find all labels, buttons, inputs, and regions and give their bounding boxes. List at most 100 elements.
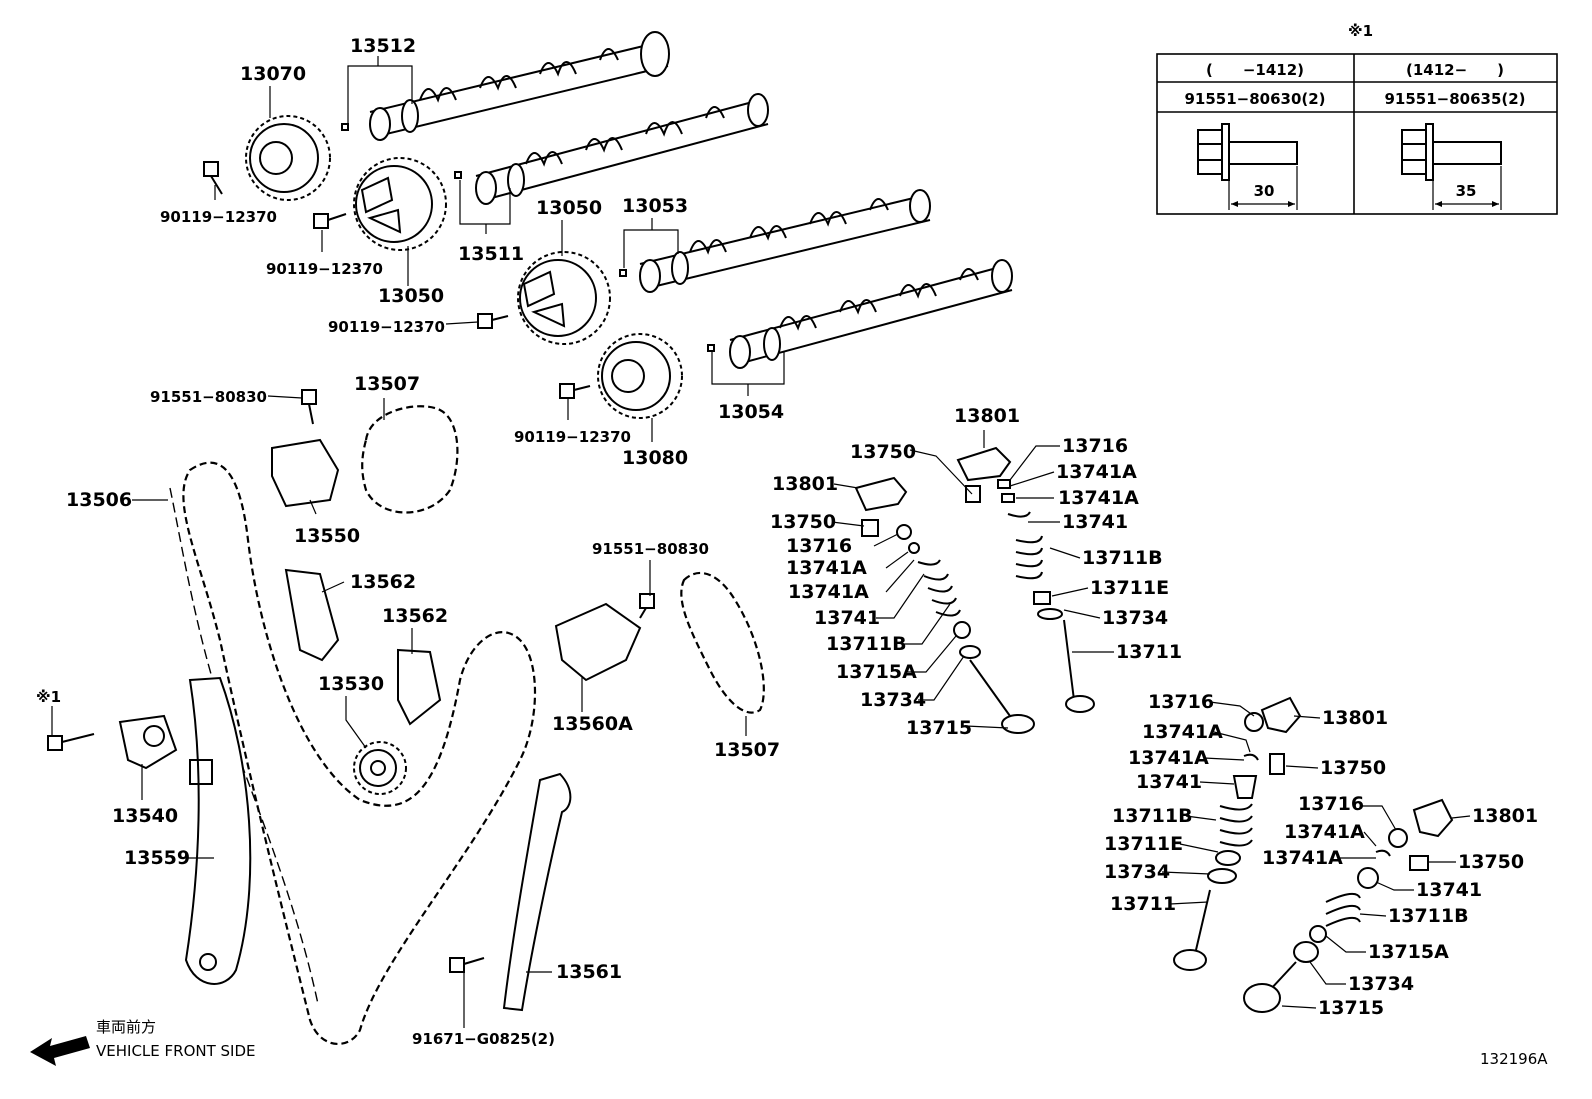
- chain-damper-icon: [397, 648, 442, 726]
- bolt-icon: [449, 957, 485, 973]
- part-label: 90119−12370: [514, 428, 631, 446]
- part-label: 13080: [622, 447, 688, 469]
- part-label: 13506: [66, 489, 132, 511]
- part-label: 13801: [1322, 707, 1388, 729]
- part-label: 13711: [1110, 893, 1176, 915]
- part-label: 13711B: [1388, 905, 1469, 927]
- part-label: 13750: [850, 441, 916, 463]
- part-label: 13054: [718, 401, 784, 423]
- part-label: 13741A: [1058, 487, 1139, 509]
- part-label: 13560A: [552, 713, 633, 735]
- part-label: 13050: [536, 197, 602, 219]
- camshaft-icon: [729, 259, 1013, 369]
- camshaft-icon: [369, 31, 670, 141]
- table-head-right: (1412− ): [1406, 61, 1504, 79]
- part-label: 13711B: [1112, 805, 1193, 827]
- part-label: 13711: [1116, 641, 1182, 663]
- part-label: 13507: [354, 373, 420, 395]
- flange-bolt-30-icon: [1197, 123, 1298, 210]
- camshafts: [341, 31, 1013, 369]
- part-label: 13801: [954, 405, 1020, 427]
- camshaft-icon: [639, 189, 931, 293]
- vvt-gear-icon: [245, 115, 331, 201]
- part-label: 90119−12370: [266, 260, 383, 278]
- timing-chain-upper: [361, 405, 459, 514]
- part-label: 13716: [1148, 691, 1214, 713]
- chain-tensioner-lower-icon: [554, 602, 642, 682]
- valvetrain-group-4: [1243, 798, 1454, 1013]
- part-label: 90119−12370: [328, 318, 445, 336]
- part-label: 90119−12370: [160, 208, 277, 226]
- table-head-left: ( −1412): [1206, 61, 1304, 79]
- part-label: 91671−G0825(2): [412, 1030, 555, 1048]
- chain-damper-icon: [284, 568, 340, 662]
- part-label: 13070: [240, 63, 306, 85]
- bolt-icon: [559, 383, 591, 399]
- part-label: 13711E: [1090, 577, 1169, 599]
- valvetrain-group-1: [854, 476, 1035, 734]
- part-label: 13562: [350, 571, 416, 593]
- part-label: 13741A: [1262, 847, 1343, 869]
- part-label: 13716: [786, 535, 852, 557]
- part-label: 13715A: [1368, 941, 1449, 963]
- part-label: 13750: [770, 511, 836, 533]
- bolt-icon: [313, 213, 347, 229]
- part-label: ※1: [36, 688, 61, 706]
- table-length-right: 35: [1456, 182, 1477, 200]
- part-label: 13750: [1320, 757, 1386, 779]
- part-label: 13734: [1102, 607, 1168, 629]
- part-label: 13741A: [1056, 461, 1137, 483]
- part-label: 13507: [714, 739, 780, 761]
- part-label: 13734: [860, 689, 926, 711]
- tensioner-arm-icon: [184, 676, 252, 985]
- part-label: 13741A: [1284, 821, 1365, 843]
- part-label: 13741A: [786, 557, 867, 579]
- part-label: 13801: [1472, 805, 1538, 827]
- front-label-jp: 車両前方: [96, 1018, 156, 1036]
- table-note-mark: ※1: [1348, 22, 1373, 40]
- chain-tensioner-upper-icon: [271, 438, 340, 508]
- bolt-icon: [639, 593, 655, 619]
- part-label: 13734: [1348, 973, 1414, 995]
- table-length-left: 30: [1254, 182, 1275, 200]
- part-label: 13716: [1062, 435, 1128, 457]
- table-part-right: 91551−80635(2): [1384, 90, 1525, 108]
- part-label: 13559: [124, 847, 190, 869]
- part-label: 91551−80830: [150, 388, 267, 406]
- part-label: 13716: [1298, 793, 1364, 815]
- part-label: 13741: [1136, 771, 1202, 793]
- part-label: 13715A: [836, 661, 917, 683]
- leader-lines: [51, 56, 1471, 1028]
- tensioner-icon: [118, 714, 178, 770]
- bolt-icon: [203, 161, 223, 195]
- part-label: 13561: [556, 961, 622, 983]
- part-label: 13715: [1318, 997, 1384, 1019]
- part-label: 13562: [382, 605, 448, 627]
- valvetrain-group-2: [956, 446, 1095, 713]
- camshaft-icon: [475, 93, 769, 205]
- timing-chain-main: [169, 461, 537, 1045]
- drawing-number: 132196A: [1480, 1050, 1548, 1068]
- part-label: 13711B: [1082, 547, 1163, 569]
- part-label: 13741A: [1128, 747, 1209, 769]
- crank-sprocket-icon: [353, 741, 407, 795]
- part-label: 13741A: [1142, 721, 1223, 743]
- chain-guide-icon: [502, 772, 572, 1012]
- flange-bolt-35-icon: [1401, 123, 1502, 210]
- vvt-gear-icon: [353, 157, 447, 251]
- bolt-icon: [47, 733, 95, 751]
- vvt-gear-icon: [517, 251, 611, 345]
- valvetrain-group-3: [1173, 696, 1302, 971]
- table-frame: [1156, 53, 1558, 215]
- bolt-table: ※1 ( −1412) (1412− ) 91551−80630(2) 9155…: [1156, 22, 1558, 215]
- part-label: 13734: [1104, 861, 1170, 883]
- part-label: 13741: [1416, 879, 1482, 901]
- vehicle-front-arrow-icon: [30, 1036, 90, 1066]
- part-label: 13711B: [826, 633, 907, 655]
- part-label: 13741: [1062, 511, 1128, 533]
- part-label: 13741: [814, 607, 880, 629]
- part-label: 91551−80830: [592, 540, 709, 558]
- part-label: 13711E: [1104, 833, 1183, 855]
- part-label: 13512: [350, 35, 416, 57]
